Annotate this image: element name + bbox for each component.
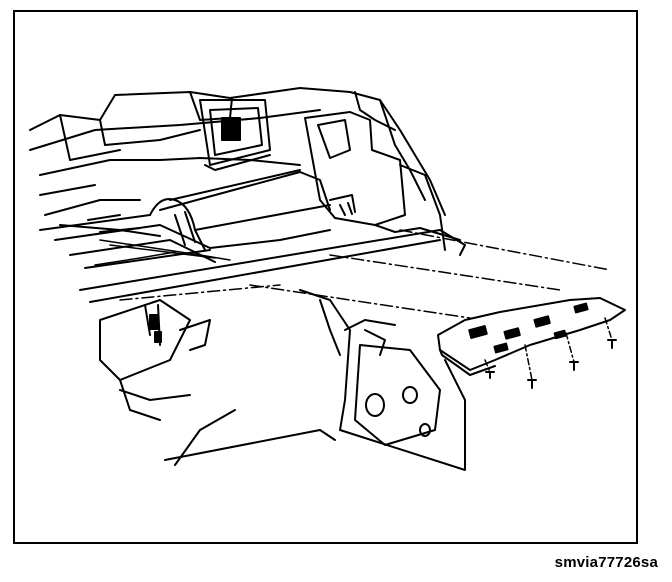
lower-left-structure	[99, 299, 336, 466]
upper-body-structure	[29, 87, 446, 216]
bolt-icon	[527, 379, 537, 389]
left-mount-bracket	[199, 99, 271, 171]
figure-caption: smvia77726sa	[554, 554, 658, 571]
skid-plate	[437, 297, 626, 376]
floor-tunnel	[149, 169, 331, 251]
bolt-icon	[607, 339, 617, 349]
floor-pan	[39, 214, 331, 269]
alignment-lines	[119, 229, 611, 319]
right-mount-bracket	[304, 111, 461, 251]
cross-member	[79, 229, 466, 303]
fasteners	[484, 317, 617, 389]
bolt-icon	[485, 371, 495, 379]
bolt-icon	[569, 361, 579, 371]
center-pillar	[299, 289, 466, 471]
illustration-frame	[13, 10, 638, 544]
